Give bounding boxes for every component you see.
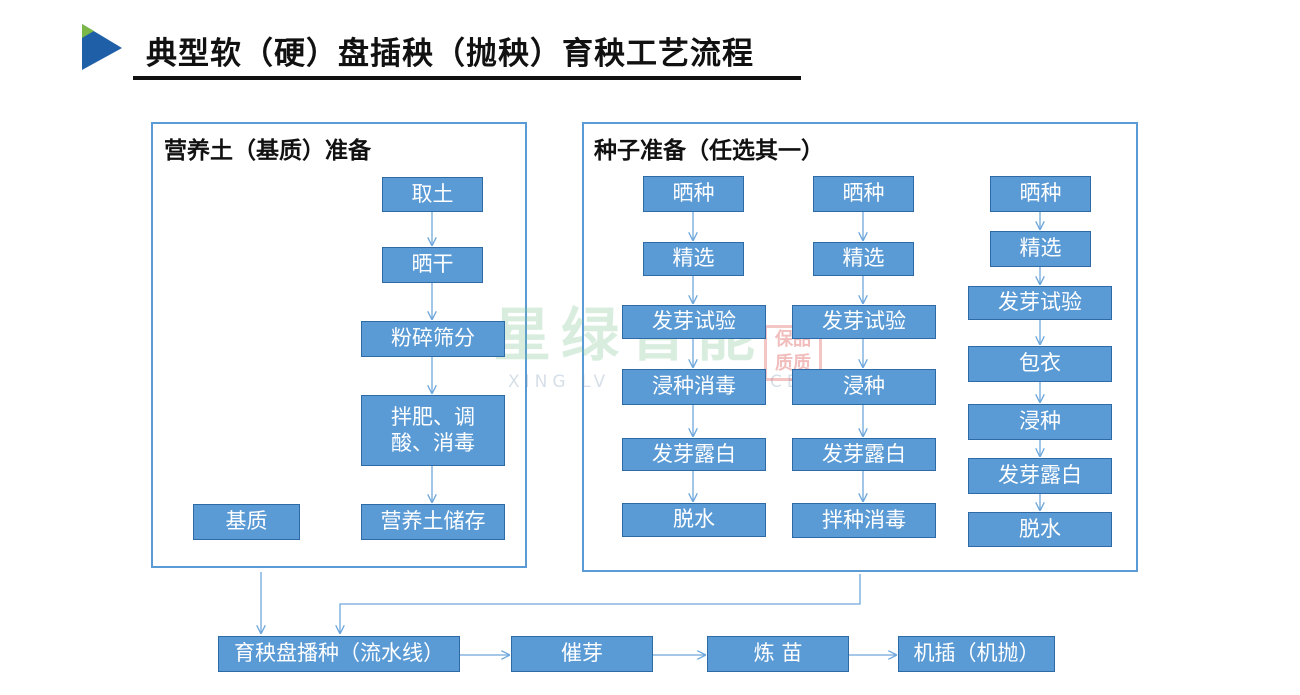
harden-seedlings: 炼 苗 [707,636,849,672]
step-mix-fertilizer: 拌肥、调 酸、消毒 [361,395,505,466]
machine-transplant: 机插（机抛） [898,636,1055,672]
col1-dehydrate: 脱水 [622,503,766,537]
seed-panel-title: 种子准备（任选其一） [594,138,824,164]
col3-soak: 浸种 [968,404,1112,440]
col2-germ-test: 发芽试验 [792,305,936,339]
col1-sun-seed: 晒种 [643,176,744,212]
col3-germ-test: 发芽试验 [968,286,1112,320]
col1-germ-test: 发芽试验 [622,305,766,339]
col3-coating: 包衣 [968,346,1112,382]
step-dry-soil: 晒干 [382,247,483,283]
seed-panel [582,122,1138,572]
page-title: 典型软（硬）盘插秧（抛秧）育秧工艺流程 [146,36,754,72]
tray-sowing: 育秧盘播种（流水线） [218,636,460,672]
col3-select: 精选 [990,231,1091,267]
soil-panel-title: 营养土（基质）准备 [164,138,371,164]
col2-soak: 浸种 [792,369,936,405]
substrate-box: 基质 [193,504,300,540]
col3-dehydrate: 脱水 [968,512,1112,547]
col1-select: 精选 [643,242,744,276]
soil-panel [151,122,527,568]
col2-mix-disinfect: 拌种消毒 [792,503,936,538]
step-mix-fertilizer-line2: 酸、消毒 [391,430,475,455]
step-mix-fertilizer-line1: 拌肥、调 [391,405,475,430]
col1-sprout: 发芽露白 [622,438,766,471]
step-store-soil: 营养土储存 [361,504,505,540]
col2-sprout: 发芽露白 [792,438,936,471]
col3-sun-seed: 晒种 [990,176,1091,212]
col3-sprout: 发芽露白 [968,458,1112,494]
col2-select: 精选 [813,242,914,276]
col1-soak-disinfect: 浸种消毒 [622,369,766,405]
step-take-soil: 取土 [382,177,483,212]
col2-sun-seed: 晒种 [813,176,914,212]
title-underline [133,76,801,80]
step-crush-sieve: 粉碎筛分 [361,321,505,357]
triangle-marker-icon [82,24,122,70]
accelerate-germination: 催芽 [511,636,653,672]
